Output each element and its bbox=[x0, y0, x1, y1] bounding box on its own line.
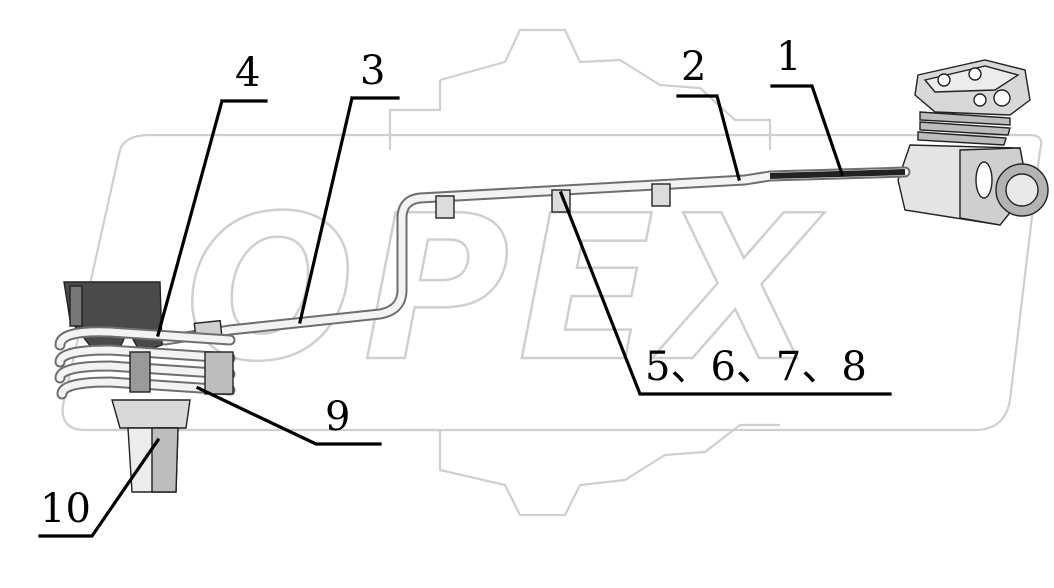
leader-9 bbox=[195, 385, 382, 446]
tube-clamps bbox=[435, 183, 671, 219]
valve-body bbox=[111, 399, 191, 493]
callout-3: 3 bbox=[360, 48, 385, 94]
callout-2: 2 bbox=[681, 44, 706, 90]
bracket-assembly bbox=[63, 281, 163, 353]
watermark-logo: OPEX bbox=[61, 133, 1043, 432]
callout-4: 4 bbox=[235, 50, 260, 96]
callout-10: 10 bbox=[40, 486, 91, 532]
leader-10 bbox=[38, 437, 161, 538]
watermark-text: OPEX bbox=[185, 173, 825, 406]
leader-1 bbox=[770, 84, 845, 177]
callout-1: 1 bbox=[776, 34, 801, 80]
callout-labels: 1 2 3 4 5、6、7、8 9 10 bbox=[40, 34, 867, 532]
air-compressor bbox=[897, 59, 1049, 226]
leader-lines bbox=[38, 84, 892, 538]
leader-2 bbox=[676, 94, 741, 181]
tubing bbox=[159, 166, 911, 346]
leader-5 bbox=[558, 190, 892, 396]
watermark-gear bbox=[388, 28, 780, 517]
leader-3 bbox=[298, 96, 400, 324]
callout-5: 5、6、7、8 bbox=[645, 344, 867, 390]
leader-4 bbox=[156, 99, 268, 337]
coil-pipe bbox=[54, 326, 236, 400]
callout-9: 9 bbox=[325, 394, 350, 440]
